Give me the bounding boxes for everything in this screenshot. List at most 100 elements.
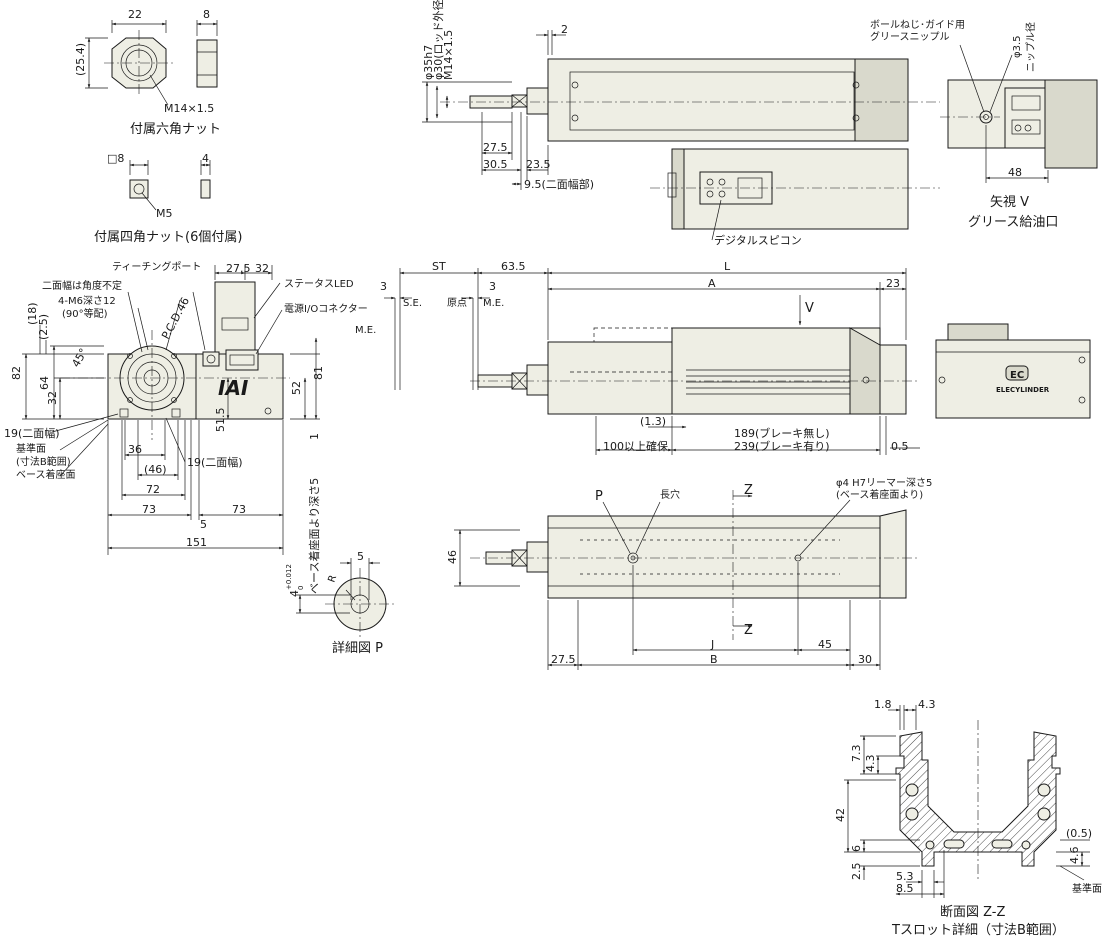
dim-section-2-5: 2.5 <box>850 863 863 881</box>
dim-0-5: 0.5 <box>891 440 909 453</box>
bottom-view <box>454 490 920 670</box>
view-v-caption: 矢視 V <box>990 195 1029 210</box>
dim-length-a: A <box>708 277 716 290</box>
dim-hex-22: 22 <box>128 8 142 21</box>
top-side-view <box>422 30 940 241</box>
hex-nut-drawing <box>85 20 218 106</box>
callout-digital-speed: デジタルスピコン <box>714 233 802 247</box>
dim-63-5: 63.5 <box>501 260 526 273</box>
dim-detail-tol-low: 0 <box>297 586 305 590</box>
dim-23: 23 <box>886 277 900 290</box>
label-me-2: M.E. <box>483 298 504 309</box>
callout-two-face-19a: 19(二面幅) <box>4 427 60 440</box>
dim-front-73a: 73 <box>142 503 156 516</box>
callout-base-mount: ベース着座面 <box>16 468 76 481</box>
dim-section-4-6: 4.6 <box>1068 847 1081 865</box>
dim-rod-h7: φ35h7 <box>422 45 435 80</box>
dim-front-18: (18) <box>26 302 39 325</box>
label-se: S.E. <box>403 298 422 309</box>
square-nut-caption: 付属四角ナット(6個付属) <box>94 230 242 245</box>
dim-hex-25-4: (25.4) <box>74 43 87 76</box>
dim-front-51-5: 51.5 <box>214 408 227 433</box>
dim-front-5: 5 <box>200 518 207 531</box>
dim-section-7-3: 7.3 <box>850 745 863 763</box>
dim-front-32b: 32 <box>46 391 59 405</box>
dim-top-2: 2 <box>561 23 568 36</box>
dim-front-45deg: 45° <box>69 346 90 369</box>
dim-detail-tol-4: 4 <box>288 590 301 597</box>
detail-p-caption: 詳細図 P <box>332 640 383 656</box>
dim-length-j: J <box>710 638 714 651</box>
dim-front-32: 32 <box>255 262 269 275</box>
callout-nipple-dia-label: ニップル径 <box>1024 22 1037 72</box>
dim-section-4-3: 4.3 <box>918 698 936 711</box>
middle-side-view <box>384 268 920 455</box>
callout-teaching-port: ティーチングポート <box>112 260 201 273</box>
label-detail-ref-p: P <box>595 489 603 504</box>
dim-bottom-27-5: 27.5 <box>551 653 576 666</box>
label-section-z2: Z <box>744 623 753 638</box>
dim-square-8: □8 <box>107 152 124 165</box>
callout-two-face-angle: 二面幅は角度不定 <box>42 279 122 292</box>
right-end-view <box>935 323 1091 419</box>
callout-ref-surface: 基準面 <box>16 442 46 455</box>
callout-nipple-2: グリースニップル <box>870 30 950 43</box>
dim-two-face-width: 9.5(二面幅部) <box>524 177 594 191</box>
dim-front-72: 72 <box>146 483 160 496</box>
dim-section-6: 6 <box>850 845 863 852</box>
callout-slot: 長穴 <box>660 488 680 501</box>
dim-front-81: 81 <box>312 366 325 380</box>
dim-brake-with: 239(ブレーキ有り) <box>734 439 830 453</box>
dim-section-0-5: (0.5) <box>1066 827 1092 840</box>
square-nut-drawing <box>129 160 211 211</box>
dim-front-64: 64 <box>38 376 51 390</box>
dim-front-46: (46) <box>144 463 167 476</box>
dim-brake-none: 189(ブレーキ無し) <box>734 426 830 440</box>
dim-stroke-st: ST <box>432 260 446 273</box>
brand-badge: EC <box>1010 370 1024 381</box>
callout-from-base: (ベース着座面より) <box>836 488 923 501</box>
dim-detail-depth: ベース着座面より深さ5 <box>307 478 321 594</box>
label-me-1: M.E. <box>355 325 376 336</box>
dim-view-v-48: 48 <box>1008 166 1022 179</box>
grease-port-caption: グリース給油口 <box>968 215 1058 230</box>
dim-me-3: 3 <box>489 280 496 293</box>
dim-section-1-8: 1.8 <box>874 698 892 711</box>
dim-length-l: L <box>724 260 731 273</box>
dim-top-30-5: 30.5 <box>483 158 508 171</box>
dim-rod-od: φ30(ロッド外径) <box>432 0 445 80</box>
square-nut-thread: M5 <box>156 207 173 220</box>
callout-h7-reamer: φ4 H7リーマー深さ5 <box>836 477 932 489</box>
callout-m6-depth: 4-M6深さ12 <box>58 295 116 307</box>
dim-se-3: 3 <box>380 280 387 293</box>
dim-bottom-45: 45 <box>818 638 832 651</box>
callout-nipple-1: ボールねじ･ガイド用 <box>870 19 965 31</box>
dim-section-5-3: 5.3 <box>896 870 914 883</box>
dim-top-27-5: 27.5 <box>483 141 508 154</box>
dim-front-2-5: (2.5) <box>37 314 50 340</box>
brand-name: ELECYLINDER <box>996 386 1050 394</box>
view-v-drawing <box>940 44 1098 183</box>
dim-front-73b: 73 <box>232 503 246 516</box>
dim-front-151: 151 <box>186 536 207 549</box>
callout-two-face-19b: 19(二面幅) <box>187 456 243 469</box>
callout-power-io: 電源I/Oコネクター <box>284 302 368 315</box>
iai-logo: IAI <box>218 376 249 400</box>
callout-pcd: P.C.D.46 <box>159 295 192 341</box>
dim-detail-5: 5 <box>357 550 364 563</box>
hex-nut-caption: 付属六角ナット <box>130 122 221 137</box>
dim-hex-8: 8 <box>203 8 210 21</box>
dim-section-42: 42 <box>834 808 847 822</box>
dim-front-52: 52 <box>290 381 303 395</box>
dim-front-36: 36 <box>128 443 142 456</box>
callout-ref-surface-2: 基準面 <box>1072 882 1102 895</box>
front-end-view <box>22 265 320 555</box>
dim-front-1: 1 <box>308 433 321 440</box>
label-view-arrow-v: V <box>805 301 814 316</box>
dim-1-3: (1.3) <box>640 415 666 428</box>
dim-top-23-5: 23.5 <box>526 158 551 171</box>
dim-front-27-5: 27.5 <box>226 262 251 275</box>
detail-p-drawing <box>296 558 395 640</box>
dim-front-82: 82 <box>10 366 23 380</box>
